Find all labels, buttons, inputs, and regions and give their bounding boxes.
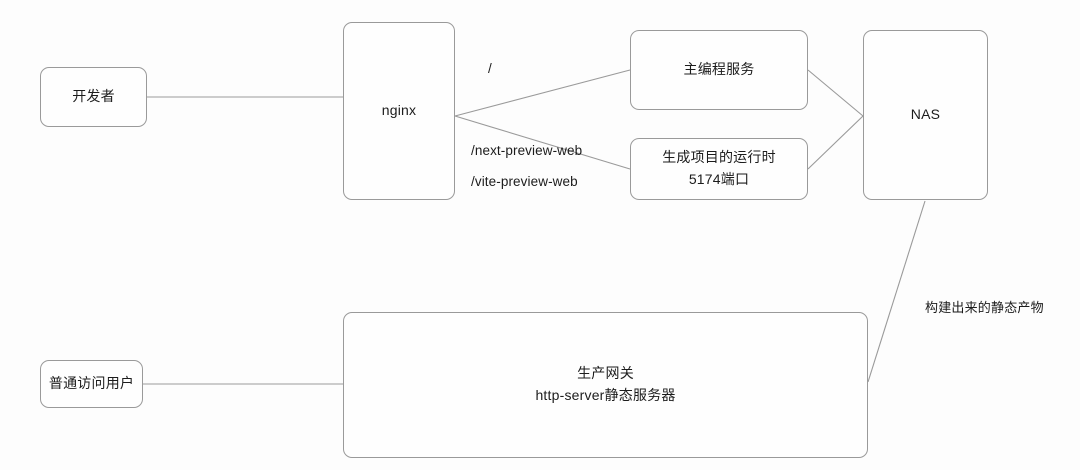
node-nas[interactable]: NAS [863,30,988,200]
node-main-service[interactable]: 主编程服务 [630,30,808,110]
node-nginx-label: nginx [381,102,417,119]
edge-label-vite-preview-web: /vite-preview-web [471,174,578,189]
edge-label-root: / [488,61,492,76]
node-gateway[interactable]: 生产网关 http-server静态服务器 [343,312,868,458]
node-nginx[interactable]: nginx [343,22,455,200]
edge-runtime-nas [807,115,864,170]
node-public-user-label: 普通访问用户 [48,375,135,392]
node-gateway-sublabel: http-server静态服务器 [535,387,676,403]
edge-nginx-main-service [454,69,631,117]
node-runtime[interactable]: 生成项目的运行时 5174端口 [630,138,808,200]
node-developer[interactable]: 开发者 [40,67,147,127]
edge-main-service-nas [807,69,864,117]
node-nas-label: NAS [910,106,941,123]
edge-nas-gateway [867,200,926,383]
node-public-user[interactable]: 普通访问用户 [40,360,143,408]
annotation-static-artifact: 构建出来的静态产物 [925,300,1044,315]
node-runtime-label: 生成项目的运行时 [662,149,776,166]
node-gateway-label: 生产网关 [577,365,634,382]
node-developer-label: 开发者 [72,88,115,105]
node-main-service-label: 主编程服务 [683,61,755,78]
node-runtime-port: 5174端口 [688,171,750,187]
edge-label-next-preview-web: /next-preview-web [471,143,583,158]
